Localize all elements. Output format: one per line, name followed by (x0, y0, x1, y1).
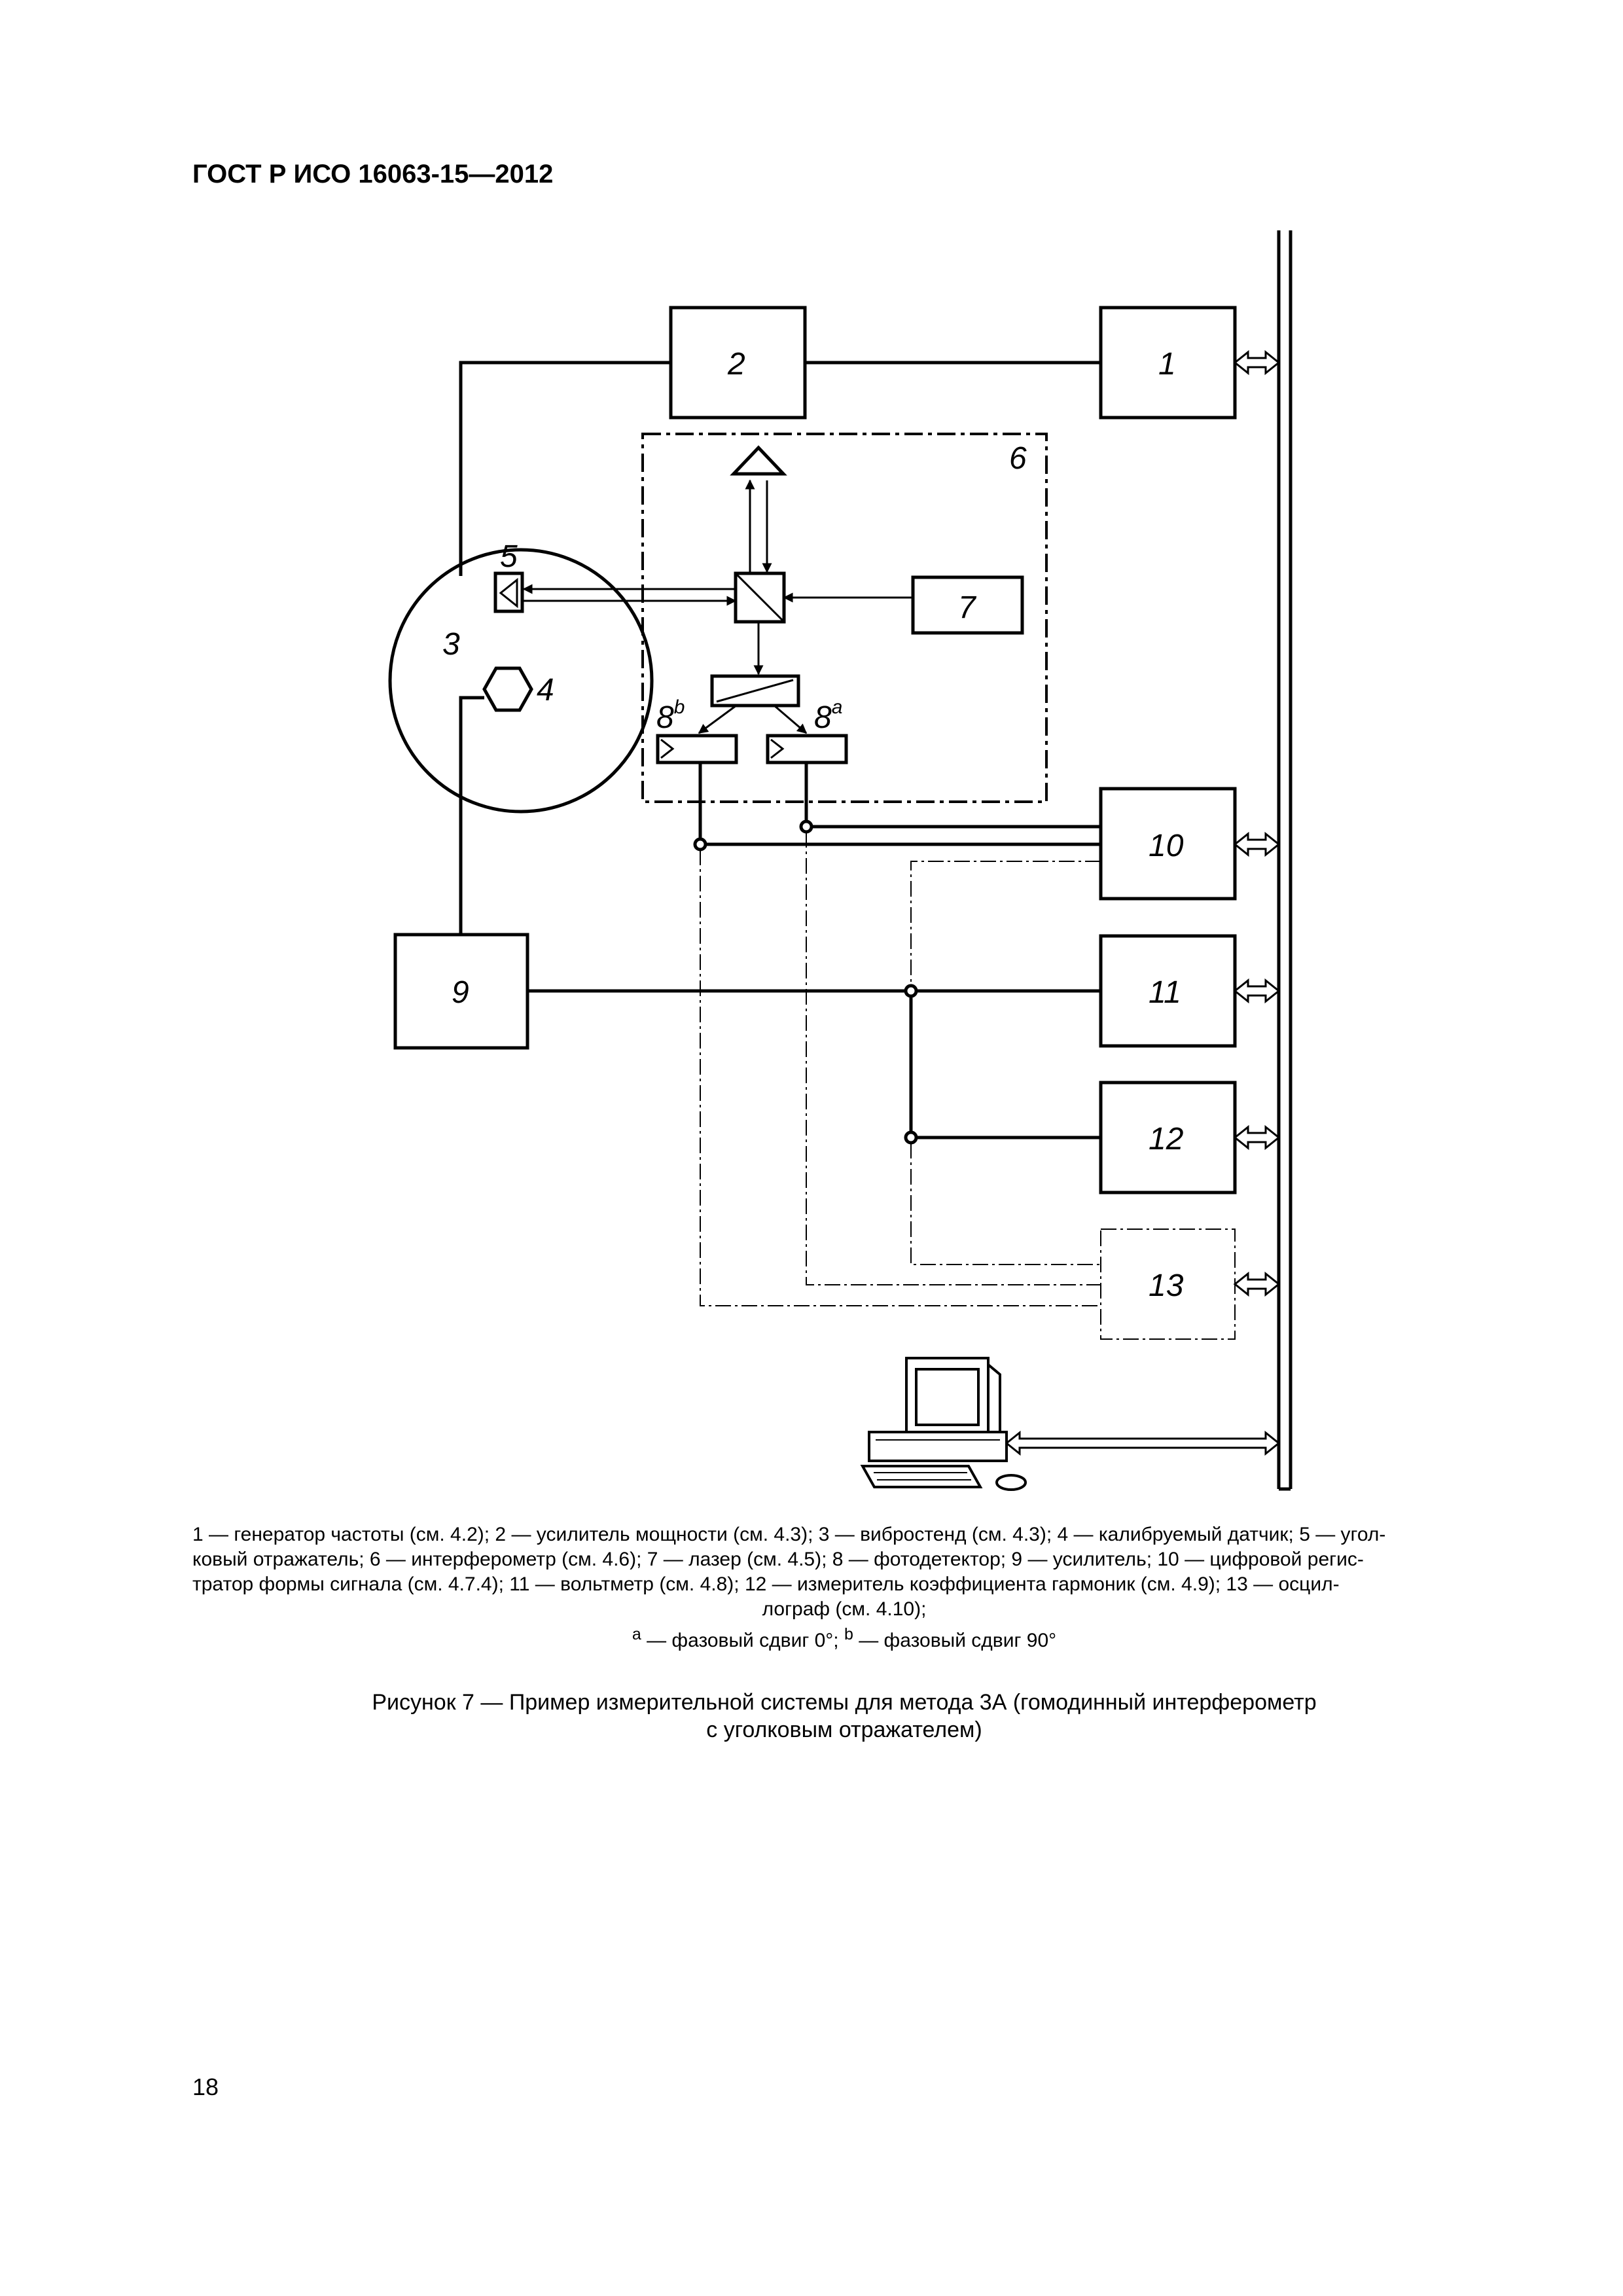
label-block-2: 2 (727, 347, 745, 382)
figure-legend: 1 — генератор частоты (см. 4.2); 2 — уси… (192, 1522, 1496, 1653)
label-block-9: 9 (452, 975, 469, 1010)
footnote-a-text: — фазовый сдвиг 0°; (641, 1630, 844, 1651)
data-bus (1277, 230, 1293, 1491)
corner-reflector-icon (730, 445, 787, 476)
polarizing-splitter-icon (710, 674, 800, 708)
label-block-10: 10 (1149, 829, 1184, 863)
label-block-8a: 8a (814, 696, 842, 735)
retroreflector-prism-icon (493, 571, 524, 613)
label-block-8b: 8b (656, 696, 685, 735)
legend-line: тратор формы сигнала (см. 4.7.4); 11 — в… (192, 1573, 1340, 1595)
block-3-vibration-exciter (388, 548, 654, 814)
beam-splitter-icon (734, 571, 786, 624)
label-block-12: 12 (1149, 1122, 1183, 1157)
page-number: 18 (192, 2073, 219, 2100)
caption-line: Рисунок 7 — Пример измерительной системы… (372, 1690, 1317, 1715)
legend-line: лограф (см. 4.10); (762, 1598, 927, 1620)
legend-line: ковый отражатель; 6 — интерферометр (см.… (192, 1549, 1364, 1570)
legend-footnote: a — фазовый сдвиг 0°; b — фазовый сдвиг … (192, 1622, 1496, 1653)
label-block-7: 7 (958, 590, 977, 625)
label-block-13: 13 (1149, 1268, 1184, 1303)
label-block-1: 1 (1158, 347, 1176, 382)
footnote-b-text: — фазовый сдвиг 90° (853, 1630, 1057, 1651)
footnote-mark-a: a (632, 1625, 641, 1643)
computer-workstation-icon (860, 1357, 1027, 1491)
caption-line: с уголковым отражателем) (706, 1717, 982, 1742)
figure-caption: Рисунок 7 — Пример измерительной системы… (192, 1689, 1496, 1744)
measurement-system-diagram: 2 1 6 5 3 4 7 8b 8a 9 10 11 12 13 (388, 230, 1293, 1491)
label-block-4: 4 (537, 673, 554, 708)
page-header-standard: ГОСТ Р ИСО 16063-15—2012 (192, 160, 554, 188)
legend-line: 1 — генератор частоты (см. 4.2); 2 — уси… (192, 1524, 1386, 1545)
label-block-11: 11 (1149, 975, 1181, 1010)
label-block-5: 5 (500, 539, 518, 574)
footnote-mark-b: b (844, 1625, 853, 1643)
accelerometer-hexagon-icon (482, 666, 533, 712)
bus-arrow-icon (1005, 350, 1281, 1456)
label-block-3: 3 (442, 627, 460, 662)
label-block-6: 6 (1009, 441, 1027, 476)
block-6-interferometer (641, 433, 1048, 803)
photodetector-icon (656, 734, 848, 764)
block-7-laser (911, 575, 1024, 635)
